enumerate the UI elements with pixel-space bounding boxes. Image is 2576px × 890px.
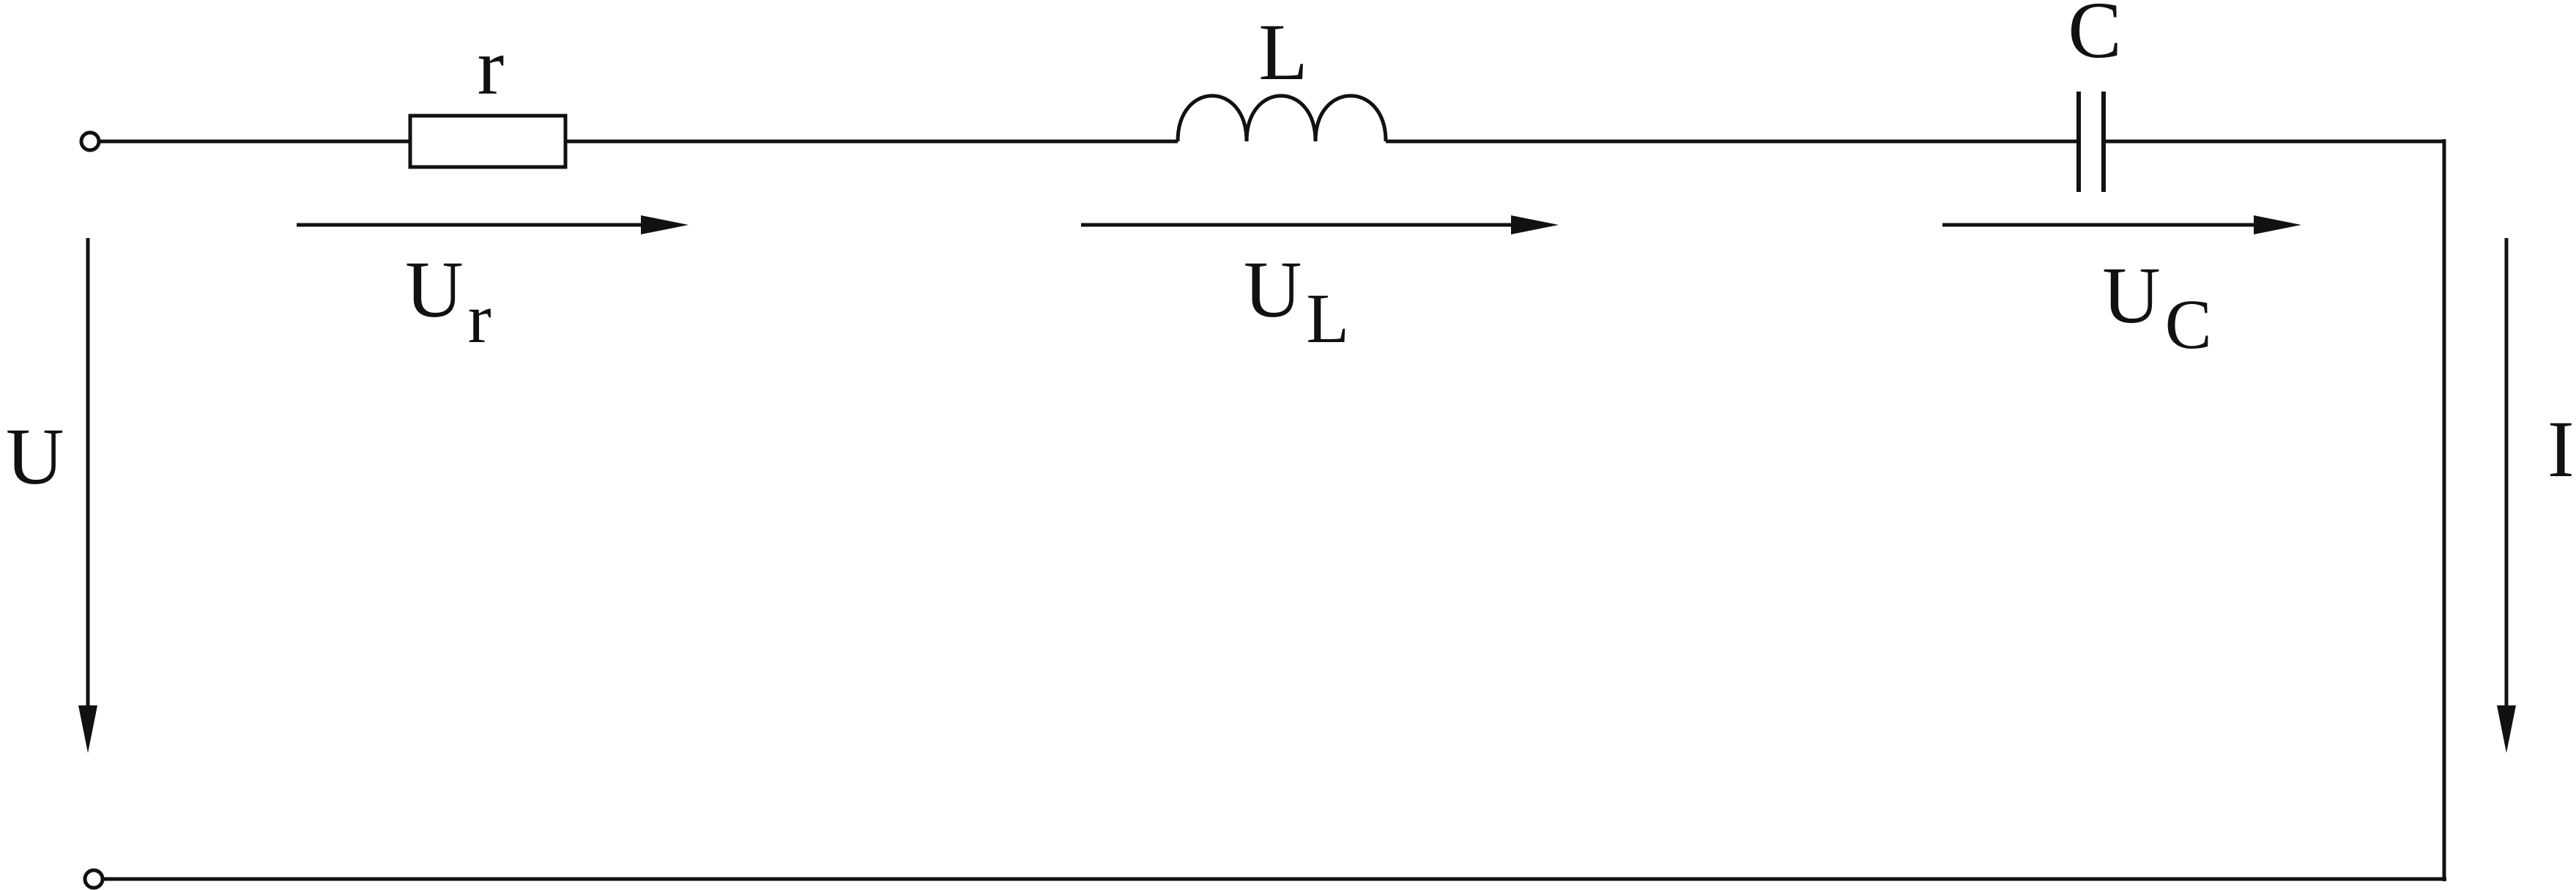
capacitor-voltage-arrow <box>1942 215 2301 234</box>
capacitor-symbol: C <box>2068 0 2121 75</box>
inductor-symbol: L <box>1258 7 1307 97</box>
resistor-voltage-label: Ur <box>405 245 491 357</box>
inductor <box>1176 94 1388 142</box>
current-label: I <box>2547 404 2575 494</box>
source-voltage-label: U <box>6 412 64 501</box>
capacitor <box>2076 92 2106 192</box>
resistor-symbol: r <box>478 22 505 111</box>
current-arrow <box>2497 238 2516 753</box>
inductor-voltage-arrow <box>1081 215 1559 234</box>
resistor <box>408 114 568 169</box>
input-terminal-top <box>79 130 101 152</box>
input-terminal-bottom <box>83 868 105 890</box>
capacitor-voltage-label: UC <box>2102 251 2211 363</box>
resistor-voltage-arrow <box>297 215 688 234</box>
source-voltage-arrow <box>78 238 97 753</box>
inductor-voltage-label: UL <box>1244 245 1349 357</box>
